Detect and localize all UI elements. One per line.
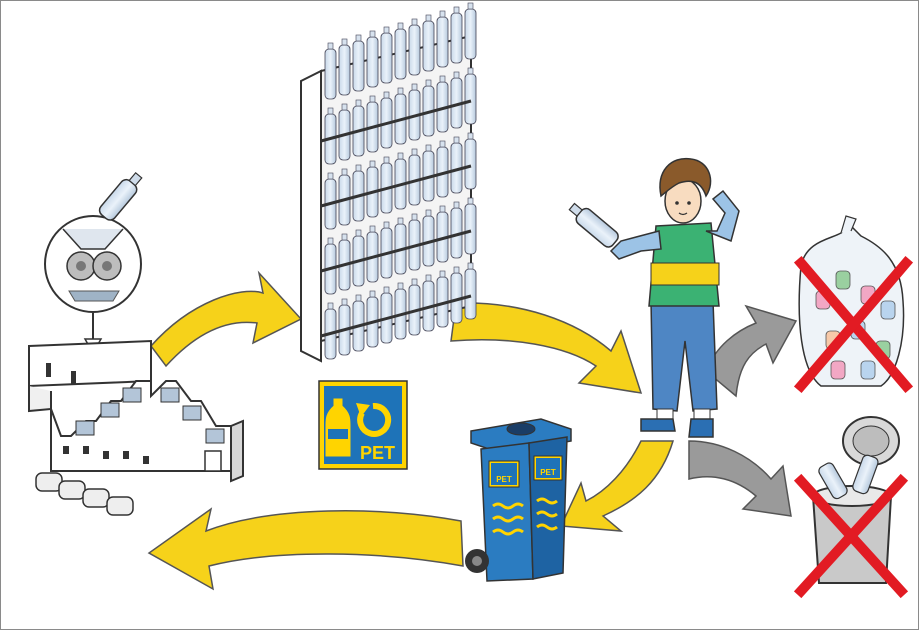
shelf-bottle-cap xyxy=(440,11,445,17)
shelf-bottle xyxy=(409,25,420,75)
shelf-bottle-cap xyxy=(454,7,459,13)
arrow-person-to-trash-can xyxy=(689,441,791,516)
shelf-bottle-cap xyxy=(342,39,347,45)
shelf-bottle-cap xyxy=(384,157,389,163)
arrow-shelf-to-person xyxy=(451,303,641,393)
shelf-bottle-cap xyxy=(384,287,389,293)
bin-pet-label-side-text: PET xyxy=(540,468,556,477)
bin-pet-label-front-text: PET xyxy=(496,475,512,484)
shelf-bottle-cap xyxy=(370,226,375,232)
shelf-bottle-cap xyxy=(328,238,333,244)
pet-logo-label: PET xyxy=(360,443,395,463)
bag-item xyxy=(861,361,875,379)
shelf-bottle-cap xyxy=(426,80,431,86)
shredder-icon xyxy=(45,170,146,353)
shelf-bottle-cap xyxy=(398,283,403,289)
shelf-bottle-cap xyxy=(356,295,361,301)
shelf-bottle-cap xyxy=(454,202,459,208)
shelf-bottle-cap xyxy=(398,23,403,29)
recycling-bin-icon: PET PET xyxy=(465,419,571,581)
shelf-bottle xyxy=(465,74,476,124)
bag-item xyxy=(836,271,850,289)
shelf-bottle-cap xyxy=(384,27,389,33)
shelf-bottle-cap xyxy=(398,88,403,94)
shelf-bottle-cap xyxy=(356,35,361,41)
shelf-bottle-cap xyxy=(356,230,361,236)
shelf-bottle xyxy=(451,13,462,63)
shelf-bottle-cap xyxy=(468,198,473,204)
arrow-person-to-bin xyxy=(561,441,673,531)
shelf-bottle-cap xyxy=(328,108,333,114)
shelf-bottle xyxy=(465,139,476,189)
shelf-bottle xyxy=(353,41,364,91)
shelf-bottle-cap xyxy=(342,299,347,305)
shelf-bottle xyxy=(465,269,476,319)
recycling-plant-icon xyxy=(29,170,243,515)
shelf-bottle-cap xyxy=(398,218,403,224)
trash-bag-icon xyxy=(799,216,906,386)
arrow-person-to-trash-bag xyxy=(706,306,796,396)
shelf-bottle-cap xyxy=(328,173,333,179)
shelf-bottle xyxy=(465,204,476,254)
shelf-bottle xyxy=(381,33,392,83)
shelf-bottle-cap xyxy=(412,149,417,155)
shelf-bottle xyxy=(423,21,434,71)
shelf-bottle-cap xyxy=(384,92,389,98)
shelf-bottle-cap xyxy=(412,279,417,285)
shelf-bottle-cap xyxy=(328,43,333,49)
shelf-bottle xyxy=(325,49,336,99)
bag-item xyxy=(831,361,845,379)
shelf-bottle-cap xyxy=(370,96,375,102)
pet-recycling-logo-icon: PET xyxy=(319,381,407,469)
shelf-bottle-cap xyxy=(370,31,375,37)
shelf-bottle-cap xyxy=(426,15,431,21)
shelf-bottle-cap xyxy=(342,234,347,240)
shelf-bottle-cap xyxy=(468,68,473,74)
shelf-bottle-cap xyxy=(356,165,361,171)
shelf-bottle-cap xyxy=(426,145,431,151)
trash-can-icon xyxy=(801,417,901,591)
shelf-bottle-cap xyxy=(342,104,347,110)
shelf-bottle-cap xyxy=(398,153,403,159)
shelf-bottle xyxy=(395,29,406,79)
shelf-bottle-cap xyxy=(370,291,375,297)
shelf-bottle-cap xyxy=(468,133,473,139)
shelf-bottle-cap xyxy=(440,206,445,212)
shelf-bottle xyxy=(465,9,476,59)
shelf-bottle xyxy=(367,37,378,87)
bin-pet-label-side: PET xyxy=(534,456,562,480)
shelf-bottle-cap xyxy=(440,141,445,147)
arrow-factory-to-shelf xyxy=(151,273,301,366)
shelf-bottle-cap xyxy=(454,267,459,273)
shelf-bottle-cap xyxy=(426,275,431,281)
shelf-bottle-cap xyxy=(454,72,459,78)
shelf-bottle-cap xyxy=(412,19,417,25)
shelf-bottle xyxy=(437,17,448,67)
shelf-bottle-cap xyxy=(468,3,473,9)
shelf-bottle-cap xyxy=(440,76,445,82)
shelf-bottle xyxy=(339,45,350,95)
shelf-bottle-cap xyxy=(342,169,347,175)
shelf-bottle-cap xyxy=(454,137,459,143)
shelf-bottle-cap xyxy=(440,271,445,277)
arrow-bin-to-factory xyxy=(149,509,463,589)
bin-pet-label-front: PET xyxy=(489,461,519,487)
bag-item xyxy=(881,301,895,319)
shelf-bottle-cap xyxy=(412,214,417,220)
shelf-bottle-cap xyxy=(426,210,431,216)
shelf-bottle-cap xyxy=(412,84,417,90)
shelf-bottle-cap xyxy=(370,161,375,167)
shelf-bottle-cap xyxy=(468,263,473,269)
bottle-shelf-icon xyxy=(301,3,476,361)
shelf-bottle-cap xyxy=(384,222,389,228)
shelf-bottle-cap xyxy=(328,303,333,309)
person-with-bottle-icon xyxy=(566,159,739,437)
shelf-bottle-cap xyxy=(356,100,361,106)
